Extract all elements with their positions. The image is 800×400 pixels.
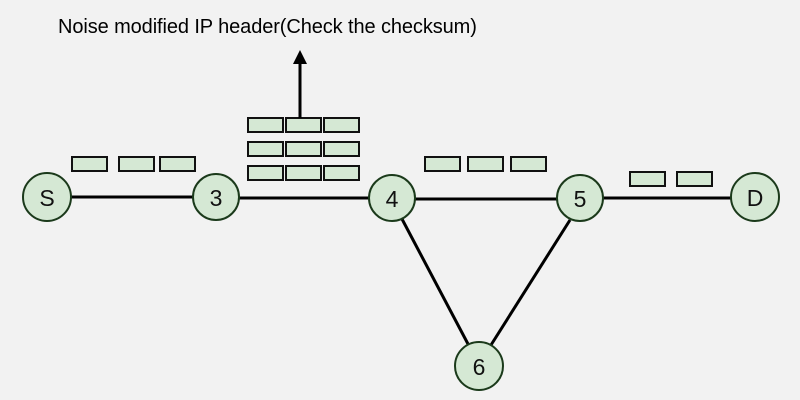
packet-rect (323, 165, 360, 181)
node-label-5: 5 (574, 186, 587, 212)
node-S[interactable]: S (22, 172, 72, 222)
node-label-4: 4 (386, 186, 399, 212)
node-circle-D[interactable] (730, 172, 780, 222)
packet-rect (676, 171, 713, 187)
packet-rect (285, 117, 322, 133)
node-3[interactable]: 3 (192, 173, 240, 221)
packets-4-to-5 (424, 156, 547, 172)
packet-rect (247, 165, 284, 181)
node-label-D: D (747, 185, 764, 211)
node-label-S: S (39, 185, 54, 211)
annotation-arrow-layer (293, 50, 307, 118)
packets-5-to-d (629, 171, 713, 187)
node-label-6: 6 (473, 354, 486, 380)
packets-layer (71, 117, 713, 187)
node-circle-4[interactable] (368, 174, 416, 222)
packet-rect (285, 141, 322, 157)
packet-rect (467, 156, 504, 172)
node-circle-S[interactable] (22, 172, 72, 222)
packet-rect (247, 117, 284, 133)
packet-rect (323, 141, 360, 157)
packet-rect (71, 156, 108, 172)
packet-rect (510, 156, 547, 172)
node-circle-5[interactable] (556, 174, 604, 222)
packet-rect (285, 165, 322, 181)
packet-rect (247, 141, 284, 157)
annotation-arrow-head-icon (293, 50, 307, 64)
packet-rect (159, 156, 196, 172)
packet-rect (424, 156, 461, 172)
edge-5-6 (489, 219, 572, 346)
node-label-3: 3 (210, 185, 223, 211)
packet-rect (629, 171, 666, 187)
edge-4-6 (400, 218, 470, 345)
node-D[interactable]: D (730, 172, 780, 222)
node-4[interactable]: 4 (368, 174, 416, 222)
packets-s-to-3 (71, 156, 196, 172)
annotation-title: Noise modified IP header(Check the check… (58, 16, 477, 38)
nodes-layer: S 3 4 5 D 6 (22, 172, 780, 391)
node-6[interactable]: 6 (454, 341, 504, 391)
packets-3-to-4-stack (247, 117, 360, 181)
node-5[interactable]: 5 (556, 174, 604, 222)
node-circle-3[interactable] (192, 173, 240, 221)
packet-rect (118, 156, 155, 172)
node-circle-6[interactable] (454, 341, 504, 391)
packet-rect (323, 117, 360, 133)
edges-layer (71, 195, 731, 346)
